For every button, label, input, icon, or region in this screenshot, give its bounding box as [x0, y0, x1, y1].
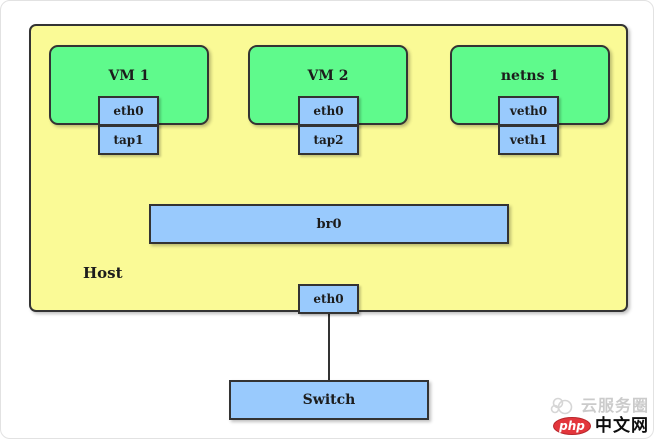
- vm2-label: VM 2: [307, 68, 349, 84]
- vm1-tap1-node: tap1: [98, 125, 159, 155]
- host-label: Host: [83, 264, 123, 282]
- vm1-label: VM 1: [108, 68, 150, 84]
- vm2-eth0-node: eth0: [298, 96, 359, 126]
- watermark-line2: php 中文网: [553, 417, 649, 435]
- connector-eth0-to-switch: [328, 312, 330, 381]
- netns1-veth1-node: veth1: [498, 125, 559, 155]
- watermark: 云服务圈 php 中文网: [550, 396, 649, 435]
- br0-node: br0: [149, 204, 509, 244]
- watermark-line1-text: 云服务圈: [580, 395, 649, 415]
- netns1-label: netns 1: [500, 68, 560, 84]
- watermark-line1: 云服务圈: [550, 396, 649, 415]
- php-badge: php: [553, 417, 591, 435]
- watermark-line2-text: 中文网: [595, 415, 649, 436]
- vm1-eth0-node: eth0: [98, 96, 159, 126]
- netns1-veth0-node: veth0: [498, 96, 559, 126]
- cloud-icon: [550, 397, 573, 415]
- host-eth0-node: eth0: [298, 284, 359, 314]
- switch-node: Switch: [229, 380, 429, 420]
- vm2-tap2-node: tap2: [298, 125, 359, 155]
